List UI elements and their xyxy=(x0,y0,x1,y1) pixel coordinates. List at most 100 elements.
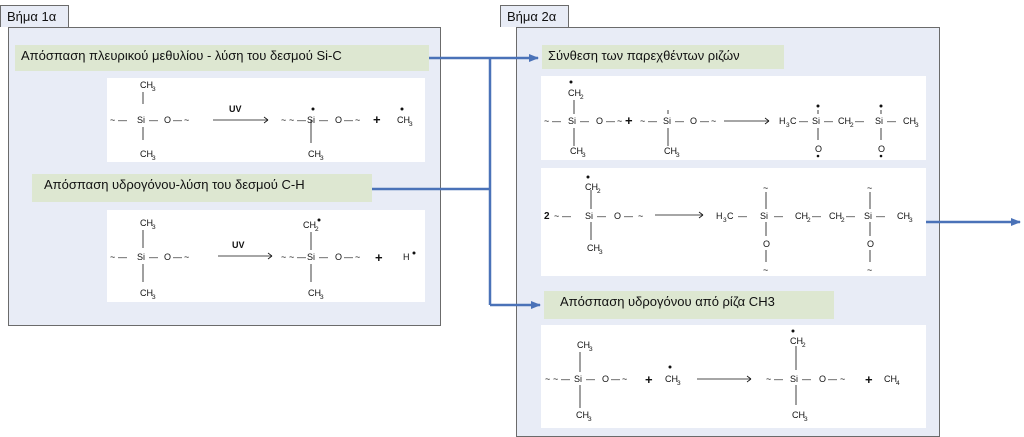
chem-symbol: ~ xyxy=(766,374,771,384)
chem-symbol: ~ xyxy=(281,252,286,262)
chem-symbol: — xyxy=(624,211,633,221)
chem-symbol: 3 xyxy=(786,122,790,129)
chem-symbol: — xyxy=(344,252,353,262)
step-1-title: Βήμα 1α xyxy=(7,9,57,24)
chem-symbol: ~ xyxy=(840,374,845,384)
label-text: Σύνθεση των παρεχθέντων ριζών xyxy=(548,48,740,63)
chem-symbol: — xyxy=(887,116,896,126)
chem-symbol: 3 xyxy=(320,294,324,301)
chem-symbol: ~ xyxy=(281,115,286,125)
step-2-tab: Βήμα 2α xyxy=(500,5,569,27)
chem-symbol: + xyxy=(625,113,633,128)
chem-symbol: — xyxy=(118,252,127,262)
chem-symbol: CH xyxy=(397,115,410,125)
chem-symbol: Si xyxy=(812,116,820,126)
chem-symbol: Si xyxy=(875,116,883,126)
chem-symbol: CH xyxy=(664,146,677,156)
chem-symbol: CH xyxy=(577,340,590,350)
chem-symbol: Si xyxy=(864,211,872,221)
chem-symbol: ~ xyxy=(184,252,189,262)
reaction-box-4 xyxy=(541,168,926,276)
chem-symbol: — xyxy=(597,211,606,221)
chem-symbol: H xyxy=(716,211,723,221)
chem-symbol: — xyxy=(812,211,821,221)
chem-symbol: Si xyxy=(137,115,145,125)
chem-symbol: + xyxy=(645,372,653,387)
chem-symbol: CH xyxy=(838,116,851,126)
chem-symbol: CH xyxy=(570,146,583,156)
chem-symbol: CH xyxy=(792,410,805,420)
chem-symbol: — xyxy=(802,374,811,384)
chem-symbol: CH xyxy=(790,336,803,346)
step-1-tab: Βήμα 1α xyxy=(0,5,69,27)
chem-symbol: 3 xyxy=(677,380,681,387)
chem-symbol: O xyxy=(819,374,826,384)
chem-symbol: — xyxy=(297,115,306,125)
chem-symbol: CH xyxy=(587,243,600,253)
chem-symbol: 3 xyxy=(804,416,808,423)
label-radical-synthesis: Σύνθεση των παρεχθέντων ριζών xyxy=(542,45,784,69)
chem-symbol: ~ xyxy=(867,183,872,193)
chem-symbol: 3 xyxy=(915,122,919,129)
chem-symbol: — xyxy=(648,116,657,126)
chem-symbol: ~ xyxy=(763,183,768,193)
chem-symbol: ~ xyxy=(545,374,550,384)
chem-symbol: Si xyxy=(568,116,576,126)
chem-symbol: C xyxy=(727,211,734,221)
chem-symbol: O xyxy=(878,144,885,154)
chem-symbol: — xyxy=(297,252,306,262)
chem-symbol: O xyxy=(867,239,874,249)
step-2-title: Βήμα 2α xyxy=(507,9,557,24)
chem-symbol: — xyxy=(173,252,182,262)
chem-symbol: UV xyxy=(229,104,242,114)
chem-symbol: CH xyxy=(140,218,153,228)
label-text: Απόσπαση πλευρικού μεθυλίου - λύση του δ… xyxy=(21,48,342,63)
chem-symbol: Si xyxy=(137,252,145,262)
chem-symbol: CH xyxy=(665,374,678,384)
chem-symbol: H xyxy=(403,252,410,262)
chem-symbol: ~ xyxy=(184,115,189,125)
chem-symbol: ~ xyxy=(622,374,627,384)
chem-symbol: CH xyxy=(884,374,897,384)
label-hydrogen-abstraction: Απόσπαση υδρογόνου-λύση του δεσμού C-H xyxy=(32,174,372,202)
chem-symbol: — xyxy=(675,116,684,126)
chem-symbol: — xyxy=(149,252,158,262)
chem-symbol: 3 xyxy=(152,155,156,162)
chem-symbol: 4 xyxy=(896,380,900,387)
chem-symbol: 3 xyxy=(588,416,592,423)
chem-symbol: CH xyxy=(140,80,153,90)
chem-symbol: CH xyxy=(576,410,589,420)
chem-symbol: — xyxy=(580,116,589,126)
chem-symbol: — xyxy=(774,374,783,384)
chem-symbol: CH xyxy=(829,211,842,221)
chem-symbol: — xyxy=(738,211,747,221)
chem-symbol: ~ xyxy=(544,116,549,126)
chem-symbol: ~ xyxy=(110,252,115,262)
chem-symbol: 3 xyxy=(582,152,586,159)
chem-symbol: — xyxy=(876,211,885,221)
chem-symbol: ~ xyxy=(355,252,360,262)
chem-symbol: CH xyxy=(140,149,153,159)
chem-symbol: ~ xyxy=(110,115,115,125)
chem-symbol: CH xyxy=(903,116,916,126)
chem-symbol: CH xyxy=(308,288,321,298)
chem-symbol: Si xyxy=(760,211,768,221)
chem-symbol: — xyxy=(344,115,353,125)
chem-symbol: O xyxy=(614,211,621,221)
chem-symbol: — xyxy=(846,211,855,221)
chem-symbol: O xyxy=(596,116,603,126)
chem-symbol: C xyxy=(790,116,797,126)
label-hydrogen-from-ch3: Απόσπαση υδρογόνου από ρίζα CH3 xyxy=(544,291,834,319)
chem-symbol: + xyxy=(373,112,381,127)
chem-symbol: ~ xyxy=(711,116,716,126)
chem-symbol: 2 xyxy=(315,226,319,233)
chem-symbol: — xyxy=(611,374,620,384)
reaction-box-3 xyxy=(541,76,926,160)
chem-symbol: + xyxy=(865,372,873,387)
label-methyl-abstraction: Απόσπαση πλευρικού μεθυλίου - λύση του δ… xyxy=(15,45,429,71)
chem-symbol: O xyxy=(164,252,171,262)
